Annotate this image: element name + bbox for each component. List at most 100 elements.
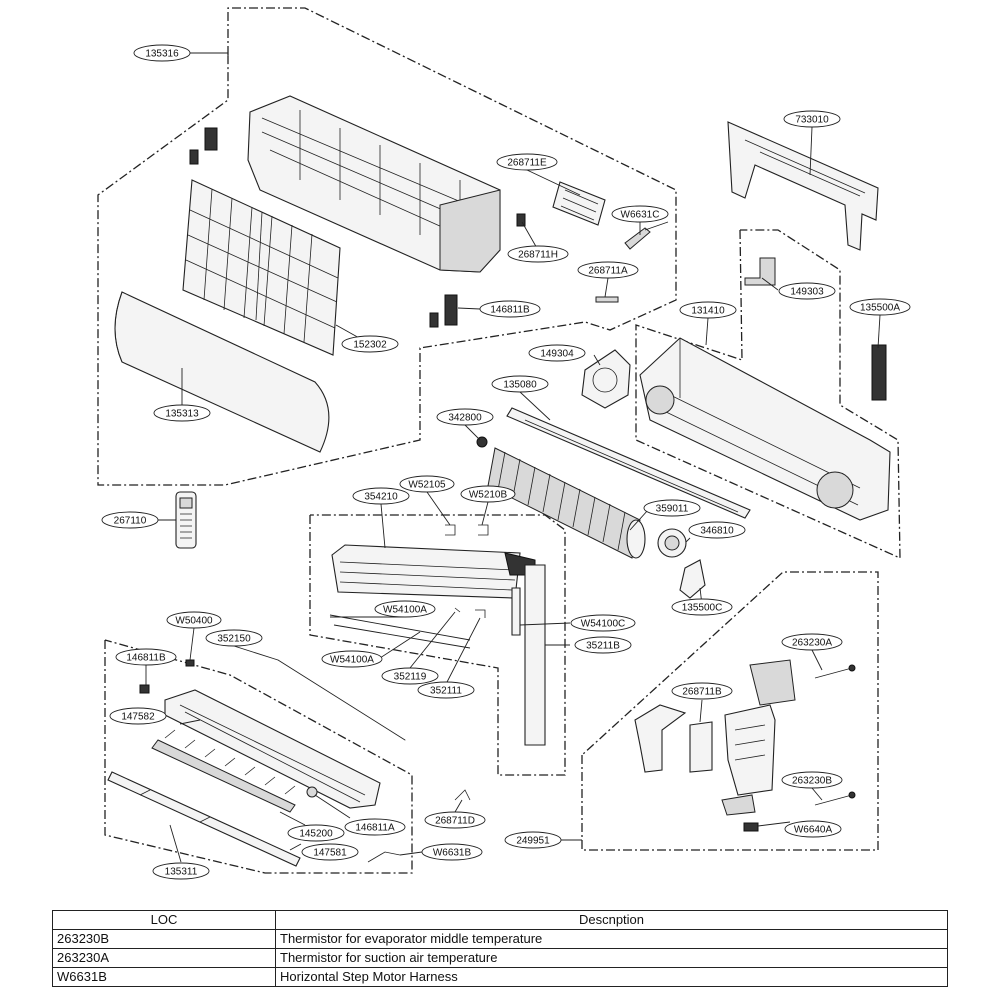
- svg-text:147581: 147581: [313, 848, 347, 859]
- label-W50400: W50400: [166, 611, 222, 629]
- description-cell: Thermistor for evaporator middle tempera…: [275, 929, 948, 949]
- label-135080: 135080: [491, 375, 549, 393]
- evaporator: [331, 544, 536, 599]
- group-boundary-louver: [104, 639, 413, 874]
- label-149303: 149303: [778, 282, 836, 300]
- cross-flow-fan: [487, 447, 646, 559]
- side-cover-135500A: [871, 344, 887, 401]
- svg-text:352111: 352111: [430, 686, 462, 697]
- svg-text:W6631B: W6631B: [433, 848, 472, 859]
- svg-text:W6640A: W6640A: [794, 825, 833, 836]
- svg-text:W6631C: W6631C: [621, 210, 660, 221]
- svg-text:W50400: W50400: [175, 616, 213, 627]
- svg-text:35211B: 35211B: [586, 641, 620, 652]
- description-cell: Thermistor for suction air temperature: [275, 948, 948, 968]
- label-268711A: 268711A: [577, 261, 639, 279]
- group-boundary-evaporator: [309, 514, 566, 776]
- svg-text:342800: 342800: [448, 413, 482, 424]
- label-268711B: 268711B: [671, 682, 733, 700]
- svg-text:267110: 267110: [114, 516, 147, 527]
- fan-motor-346810: [657, 528, 687, 558]
- bracket-268711D: [454, 789, 471, 801]
- horizontal-louver: [107, 771, 301, 867]
- vertical-vanes: [151, 729, 296, 813]
- svg-text:135311: 135311: [165, 867, 198, 878]
- label-W54100A-bottom: W54100A: [321, 650, 383, 668]
- label-135500C: 135500C: [671, 598, 733, 616]
- display-clip: [516, 213, 526, 227]
- svg-text:249951: 249951: [516, 836, 550, 847]
- label-249951: 249951: [504, 831, 562, 849]
- header-loc: LOC: [52, 910, 276, 930]
- svg-text:W52105: W52105: [408, 480, 446, 491]
- table-row: 263230A Thermistor for suction air tempe…: [52, 948, 948, 968]
- label-135500A: 135500A: [849, 298, 911, 316]
- insulation-tube: [511, 564, 546, 746]
- label-354210: 354210: [352, 487, 410, 505]
- drain-pan: [506, 407, 751, 519]
- svg-text:149304: 149304: [540, 349, 574, 360]
- label-W6640A: W6640A: [784, 820, 842, 838]
- table-row: W6631B Horizontal Step Motor Harness: [52, 967, 948, 987]
- label-147581: 147581: [301, 843, 359, 861]
- label-W52105: W52105: [399, 475, 455, 493]
- svg-text:149303: 149303: [790, 287, 824, 298]
- label-W54100A-top: W54100A: [374, 600, 436, 618]
- label-146811B-top: 146811B: [479, 300, 541, 318]
- label-263230A: 263230A: [781, 633, 843, 651]
- svg-text:352119: 352119: [394, 672, 427, 683]
- motor-cover-149304: [581, 349, 631, 409]
- label-W6631B: W6631B: [421, 843, 483, 861]
- label-268711D: 268711D: [424, 811, 486, 829]
- description-cell: Horizontal Step Motor Harness: [275, 967, 948, 987]
- label-342800: 342800: [436, 408, 494, 426]
- loc-cell: W6631B: [52, 967, 276, 987]
- svg-text:268711D: 268711D: [435, 816, 475, 827]
- svg-text:W54100C: W54100C: [581, 619, 625, 630]
- svg-text:146811B: 146811B: [126, 653, 166, 664]
- remote-control: [175, 491, 197, 549]
- group-boundary-control-box: [581, 571, 879, 851]
- svg-text:135316: 135316: [145, 49, 179, 60]
- svg-text:354210: 354210: [364, 492, 398, 503]
- exploded-parts-diagram: 135316 733010 268711E 268711H W6631C 268…: [97, 7, 911, 880]
- chassis: [639, 337, 891, 521]
- label-147582: 147582: [109, 707, 167, 725]
- svg-text:733010: 733010: [795, 115, 829, 126]
- louver-frame: [164, 689, 381, 809]
- evaporator-clips: [445, 524, 489, 618]
- svg-text:359011: 359011: [656, 504, 689, 515]
- label-267110: 267110: [101, 511, 159, 529]
- label-146811A: 146811A: [344, 818, 406, 836]
- drain-hose: [277, 659, 406, 741]
- svg-text:131410: 131410: [691, 306, 725, 317]
- svg-text:135080: 135080: [503, 380, 537, 391]
- air-filter: [182, 179, 341, 356]
- svg-text:135313: 135313: [165, 409, 199, 420]
- label-35211B: 35211B: [574, 636, 632, 654]
- table-row: 263230B Thermistor for evaporator middle…: [52, 929, 948, 949]
- display-card: [552, 181, 606, 226]
- svg-text:268711H: 268711H: [518, 250, 558, 261]
- svg-text:135500C: 135500C: [682, 603, 723, 614]
- svg-text:W54100A: W54100A: [383, 605, 427, 616]
- svg-text:268711A: 268711A: [588, 266, 628, 277]
- clip-146811A: [306, 786, 318, 798]
- svg-text:135500A: 135500A: [860, 303, 900, 314]
- label-146811B-left: 146811B: [115, 648, 177, 666]
- svg-text:263230A: 263230A: [792, 638, 832, 649]
- label-131410: 131410: [679, 301, 737, 319]
- svg-text:145200: 145200: [299, 829, 333, 840]
- parts-description-table: LOC Descnption 263230B Thermistor for ev…: [52, 910, 948, 987]
- svg-text:147582: 147582: [121, 712, 155, 723]
- clip-146811B-left: [139, 684, 150, 694]
- display-harness: [624, 221, 669, 250]
- label-352150: 352150: [205, 629, 263, 647]
- svg-text:268711E: 268711E: [507, 158, 547, 169]
- clip-W50400: [185, 659, 195, 667]
- front-grille-housing: [247, 95, 501, 273]
- label-352119: 352119: [381, 667, 439, 685]
- svg-text:346810: 346810: [700, 526, 734, 537]
- svg-text:W5210B: W5210B: [469, 490, 508, 501]
- svg-text:352150: 352150: [217, 634, 251, 645]
